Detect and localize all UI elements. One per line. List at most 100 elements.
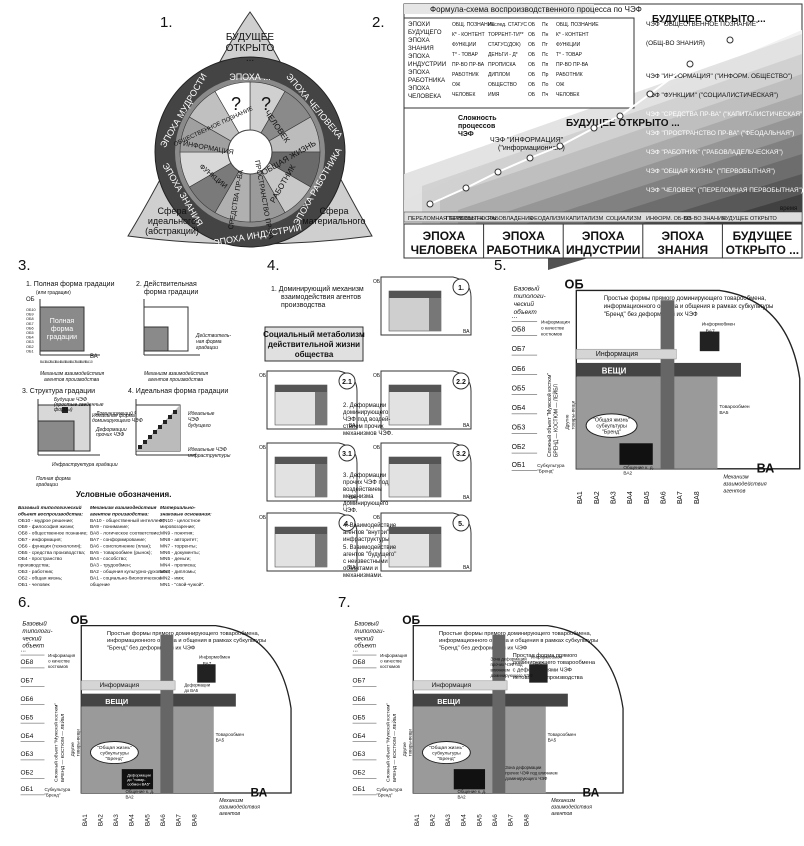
common-life-label: субкультуры: [432, 750, 461, 756]
mini-circle: [452, 514, 470, 532]
common-life-label: "Общая жизнь": [429, 745, 464, 751]
panel-number-5: 5.: [494, 257, 507, 274]
mechanism-label: Механизм: [723, 475, 749, 481]
diagram-title: "Бренд" без деформаций их ЧЭФ: [439, 645, 527, 652]
mini-va: ВА: [349, 495, 356, 501]
mini-va: ВА: [463, 423, 470, 429]
legend-line: ВА5 - товарообмен (рынок);: [90, 550, 152, 556]
ob-label: ОБ5: [353, 714, 366, 721]
infobmen-label: ВА7: [706, 329, 715, 335]
sphere-ideal-2: идеального: [148, 216, 196, 226]
table-cell: СТАТУС(ДОК): [488, 42, 521, 48]
info-band: [413, 680, 508, 691]
ob-label: ОБ6: [353, 696, 366, 703]
stage-2-text: доминирующего: [343, 410, 389, 416]
mini-circle-label: 2.2: [456, 379, 466, 386]
zone-1-label: доминирующего ЧЭФ: [491, 673, 533, 678]
mini-va: ВА: [349, 423, 356, 429]
mini-circle: [338, 444, 356, 462]
table-cell: ОБ: [528, 92, 536, 98]
va-label: ВА4: [627, 491, 634, 504]
table-cell: ИМЯ: [488, 92, 500, 98]
timeline-label: ПЕРВОБЫТНОСТЬ: [446, 216, 496, 222]
va-label: ВА1: [40, 360, 46, 364]
left-epoch-text: РАБОТНИКА: [408, 77, 446, 84]
va-label: ВА8: [523, 814, 530, 826]
va-label: ВА2: [45, 360, 51, 364]
legend-line: MN4 - прописка;: [160, 563, 196, 569]
mini-circle-label: 4.: [344, 521, 350, 528]
va-label: ВА4: [55, 360, 61, 364]
ideal-dot: [153, 430, 157, 434]
ob-label: ОБ7: [353, 678, 366, 685]
ob-label: ОБ2: [26, 345, 34, 349]
h2b: форма градации: [144, 289, 198, 296]
common-life-bubble: [585, 413, 638, 438]
other-goods-label: Другие: [564, 414, 569, 429]
table-cell: ОБ: [528, 42, 536, 48]
band-label: (ОБЩ-ВО ЗНАНИЯ): [646, 40, 705, 47]
mechanism-label: взаимодействия: [723, 480, 766, 487]
growth-points: [426, 36, 734, 208]
table-cell: ОБ: [528, 62, 536, 68]
unknown-mark-1: ?: [231, 94, 241, 114]
ideal-note: ЧЭФ: [188, 417, 199, 423]
info-label-1: ЧЭФ "ИНФОРМАЦИЯ": [490, 137, 564, 144]
band-label: ЧЭФ "ОБЩЕСТВЕННОЕ ПОЗНАНИЕ": [646, 21, 758, 28]
va-label: ВА3: [113, 814, 120, 826]
legend-line: ВА7 - сонформирование;: [90, 537, 146, 543]
complexity-1: Сложность: [458, 115, 497, 122]
other-goods-label: товары-вещи: [570, 400, 575, 429]
table-cell: ФУНКЦИИ: [452, 42, 477, 48]
left-epoch-text: ЗНАНИЯ: [408, 45, 434, 52]
epoch-row-2: ЗНАНИЯ: [657, 243, 708, 257]
va-label: ВА1: [414, 814, 421, 826]
stage-2-text: ЧЭФ под воздей-: [343, 416, 390, 423]
left-epoch-text: ИНДУСТРИИ: [408, 61, 446, 68]
band-label: ЧЭФ "ИНФОРМАЦИЯ" ("ИНФОРМ. ОБЩЕСТВО"): [646, 73, 792, 80]
legend-line: Материально-: [160, 505, 196, 511]
epoch-row-2: ОТКРЫТО ...: [726, 243, 799, 257]
mini-ob: ОБ: [373, 373, 381, 379]
va-label: ВА8: [191, 814, 198, 826]
goods-band: [81, 693, 236, 707]
left-epoch-text: ЭПОХА: [408, 69, 431, 76]
va-label: ВА5: [476, 814, 483, 826]
growth-point: [494, 168, 502, 176]
ideal-note: будущего: [188, 423, 211, 429]
table-cell: ДЕНЬГИ - Д*: [488, 52, 518, 58]
comm-label: ВА2: [457, 795, 466, 800]
diagram-title: информационного обмена и общения в рамка…: [604, 304, 774, 310]
ob-label: ОБ10: [26, 308, 36, 312]
base-object: ческий: [354, 635, 374, 642]
stage-2-text: механизмов ЧЭФ.: [343, 431, 393, 437]
ob-axis: ОБ: [70, 613, 88, 627]
full-box-1: Полная: [50, 318, 75, 325]
subculture-label: "Бренд": [44, 793, 60, 798]
sphere-material-2: материального: [302, 216, 365, 226]
subculture-label: Субкультура: [44, 787, 70, 792]
timeline-label: РАБОВЛАДЕНИЕ: [488, 216, 533, 222]
info-kost-label: о качестве: [541, 326, 565, 331]
mini-ob: ОБ: [259, 515, 267, 521]
stage-3-text: 3. Деформации: [343, 473, 386, 479]
panel-number-3: 3.: [18, 257, 31, 274]
info-kost-label: о качестве: [380, 658, 402, 663]
info-kost-label: Информация: [48, 653, 76, 658]
legend-line: MN2 - имя;: [160, 575, 184, 581]
legend-line: объект воспроизводства:: [18, 510, 83, 517]
infobmen-label: ВА7: [203, 661, 212, 666]
stage-3-text: ЧЭФ.: [343, 508, 358, 514]
mini-va: ВА: [463, 495, 470, 501]
comm-box: [619, 443, 653, 465]
ob-label: ОБ1: [26, 349, 34, 353]
info-kost-label: Информация: [380, 653, 408, 658]
table-cell: ЧЕЛОВЕК: [452, 92, 476, 98]
ob-label: ОБ4: [21, 733, 34, 740]
ob-label: ОБ9: [26, 313, 34, 317]
mech-1b: агентов производства: [44, 377, 99, 383]
table-cell: ОБ: [528, 82, 536, 88]
